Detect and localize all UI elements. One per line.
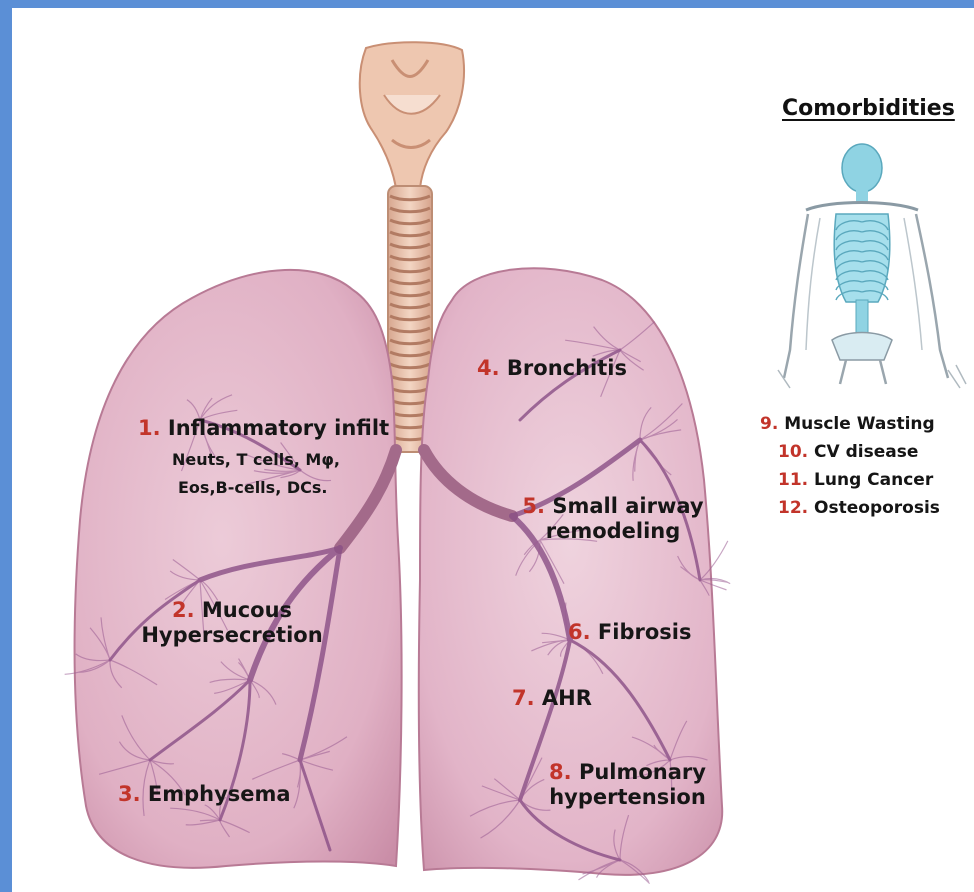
label-small-airway-remodeling: 5. Small airway remodeling [498,494,728,544]
label-number: 9. [760,414,778,434]
label-text: Lung Cancer [814,470,933,490]
label-number: 7. [512,686,535,710]
label-text: AHR [542,686,592,710]
skeleton-figure [778,144,966,388]
label-ahr: 7. AHR [512,686,592,711]
comorbidity-lung-cancer: 11. Lung Cancer [778,470,933,490]
label-mucous-hypersecretion: 2. Mucous Hypersecretion [122,598,342,648]
label-text: CV disease [814,442,918,462]
label-text: Osteoporosis [814,498,940,518]
label-inflammatory-infiltrate: 1. Inflammatory infilt [138,416,389,441]
label-line1: 8. Pulmonary [520,760,735,785]
comorbidities-title: Comorbidities [782,96,955,121]
label-line1: 2. Mucous [122,598,342,623]
label-line2: Hypersecretion [122,623,342,648]
label-text: Mucous [202,598,292,622]
label-number: 2. [172,598,195,622]
label-number: 11. [778,470,808,490]
label-text: Bronchitis [507,356,627,380]
comorbidity-muscle-wasting: 9. Muscle Wasting [760,414,935,434]
label-number: 4. [477,356,500,380]
label-cell-types-line1: Neuts, T cells, Mφ, [172,450,340,469]
label-number: 5. [522,494,545,518]
label-number: 12. [778,498,808,518]
label-number: 8. [549,760,572,784]
label-line1: 5. Small airway [498,494,728,519]
comorbidity-cv-disease: 10. CV disease [778,442,918,462]
label-text: Emphysema [148,782,291,806]
comorbidity-osteoporosis: 12. Osteoporosis [778,498,940,518]
label-number: 3. [118,782,141,806]
label-text: Muscle Wasting [784,414,934,434]
label-fibrosis: 6. Fibrosis [568,620,691,645]
label-cell-types-line2: Eos,B-cells, DCs. [178,478,327,497]
label-line2: hypertension [520,785,735,810]
label-pulmonary-hypertension: 8. Pulmonary hypertension [520,760,735,810]
label-number: 6. [568,620,591,644]
label-text: Small airway [552,494,703,518]
label-text: Fibrosis [598,620,692,644]
larynx [360,42,464,188]
label-bronchitis: 4. Bronchitis [477,356,627,381]
label-number: 10. [778,442,808,462]
label-text: Pulmonary [579,760,706,784]
label-line2: remodeling [498,519,728,544]
label-number: 1. [138,416,161,440]
label-emphysema: 3. Emphysema [118,782,291,807]
label-text: Inflammatory infilt [168,416,389,440]
